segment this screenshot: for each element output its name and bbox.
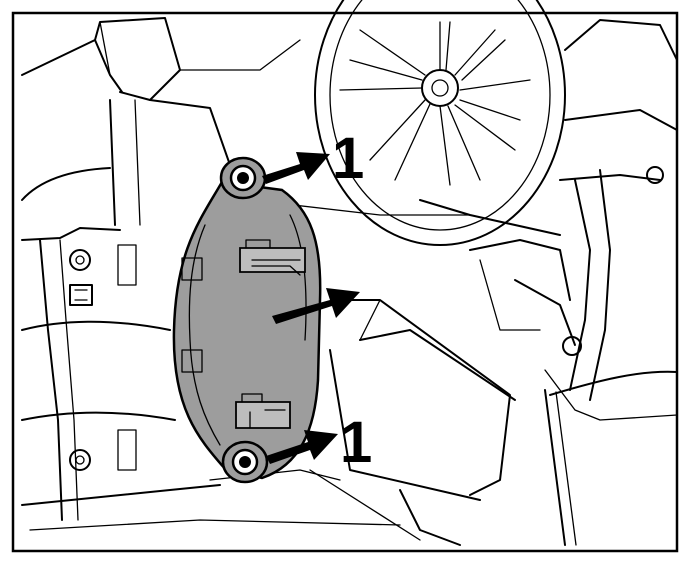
- callout-label-lower: 1: [340, 410, 372, 475]
- callout-label-upper: 1: [332, 126, 364, 191]
- lower-connector: [235, 401, 291, 429]
- arrow-upper-bolt: [262, 152, 330, 184]
- upper-bolt: [229, 164, 257, 192]
- background-assembly: [21, 0, 678, 546]
- blower-resistor: [172, 156, 322, 484]
- arrow-lower-bolt: [266, 430, 338, 464]
- lower-bolt: [231, 448, 259, 476]
- arrow-connector: [272, 288, 360, 324]
